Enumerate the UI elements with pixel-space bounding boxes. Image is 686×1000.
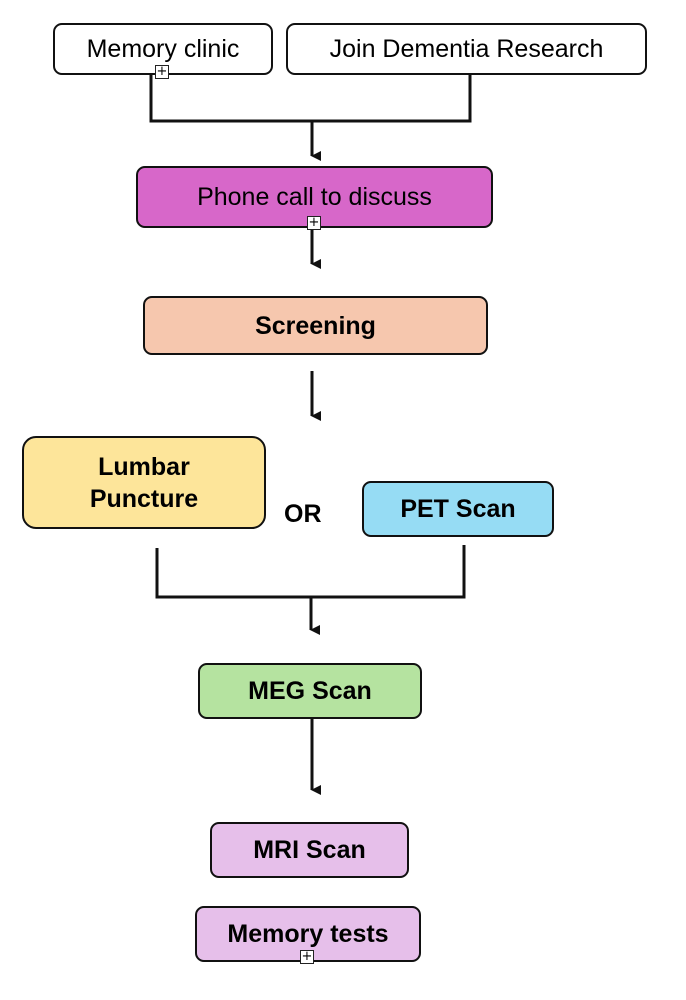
- memory-clinic-label: Memory clinic: [86, 35, 240, 63]
- plus-box-icon[interactable]: +: [155, 64, 169, 79]
- lumbar-puncture-label: Lumbar Puncture: [89, 452, 199, 513]
- or-label: OR: [284, 500, 322, 528]
- meg-scan-box[interactable]: MEG Scan: [198, 663, 422, 719]
- join-dementia-research-label: Join Dementia Research: [329, 35, 604, 63]
- merge-line-top: [149, 72, 472, 123]
- join-dementia-research-box[interactable]: Join Dementia Research: [286, 23, 647, 75]
- pet-scan-box[interactable]: PET Scan: [362, 481, 554, 537]
- lumbar-puncture-box[interactable]: Lumbar Puncture: [22, 436, 266, 529]
- plus-box-icon[interactable]: +: [300, 949, 314, 964]
- merge-line-bottom: [155, 545, 466, 599]
- screening-box[interactable]: Screening: [143, 296, 488, 355]
- pet-scan-label: PET Scan: [400, 495, 516, 523]
- mri-scan-label: MRI Scan: [253, 836, 366, 864]
- memory-tests-label: Memory tests: [227, 920, 389, 948]
- mri-scan-box[interactable]: MRI Scan: [210, 822, 409, 878]
- phone-call-label: Phone call to discuss: [197, 183, 432, 211]
- plus-box-icon[interactable]: +: [307, 215, 321, 230]
- screening-label: Screening: [255, 311, 376, 340]
- meg-scan-label: MEG Scan: [248, 677, 372, 705]
